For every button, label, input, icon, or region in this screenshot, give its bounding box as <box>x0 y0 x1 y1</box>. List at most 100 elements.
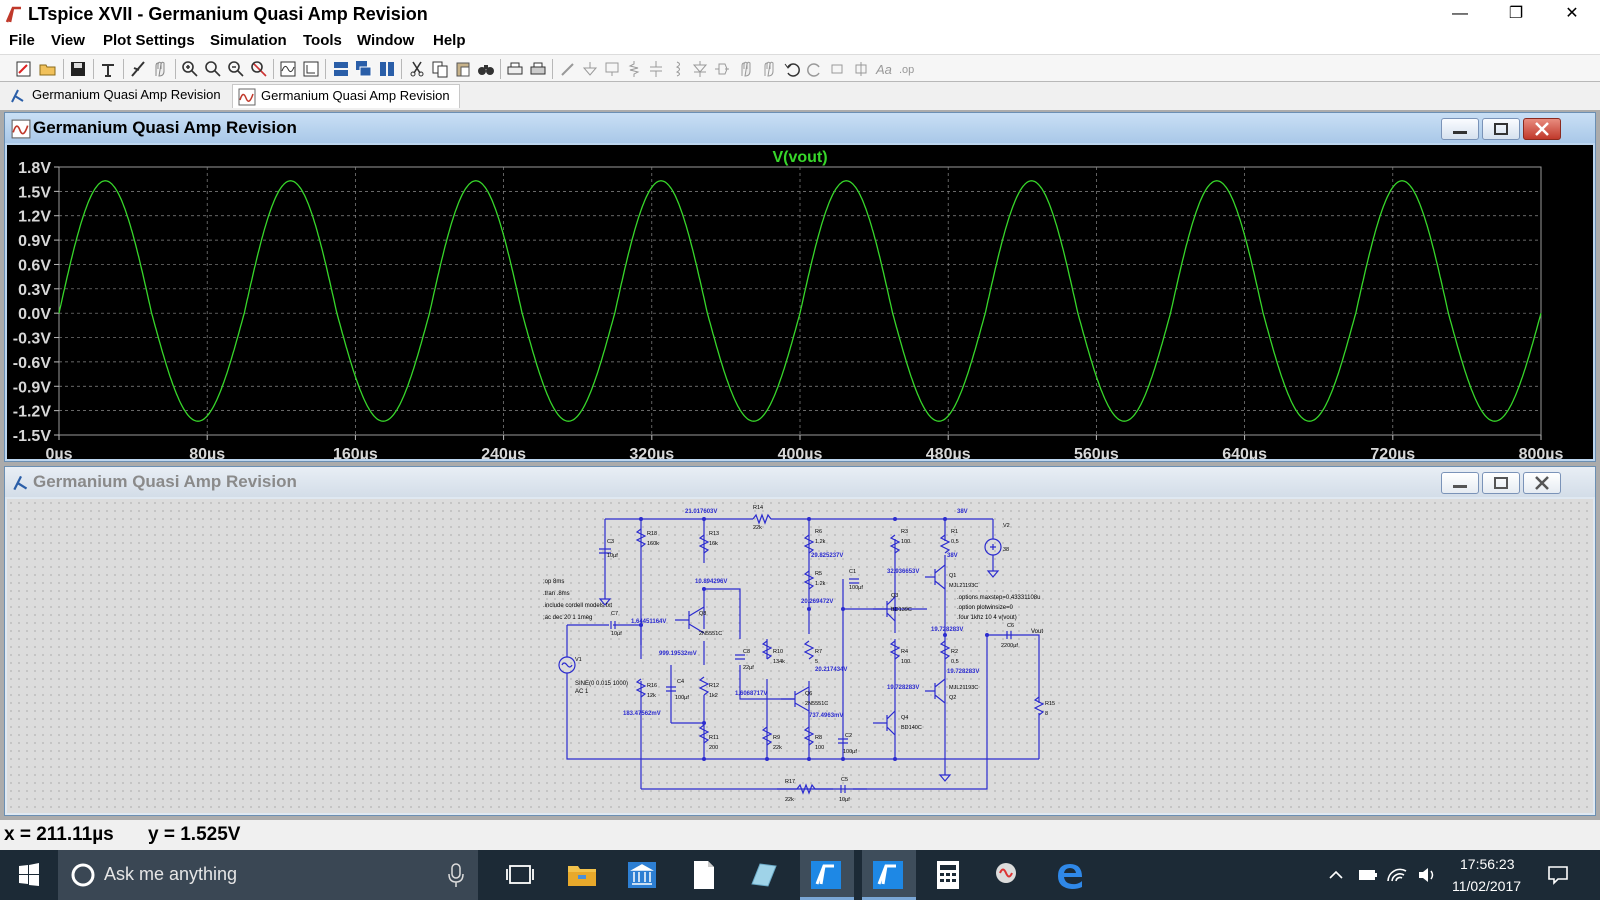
cortana-search-box[interactable]: Ask me anything <box>58 850 478 900</box>
component-value: 38 <box>1003 547 1009 553</box>
volume-icon[interactable] <box>1416 865 1438 885</box>
clock-date[interactable]: 11/02/2017 <box>1452 878 1522 894</box>
diode-icon[interactable] <box>690 59 710 79</box>
waveform-window-titlebar[interactable]: Germanium Quasi Amp Revision <box>5 113 1595 143</box>
schematic-maximize-button[interactable] <box>1482 472 1520 494</box>
component-ref: R17 <box>785 779 795 785</box>
schematic-icon <box>11 89 24 103</box>
battery-icon[interactable] <box>1357 865 1379 885</box>
rotate-icon[interactable] <box>828 59 848 79</box>
waveform-minimize-button[interactable] <box>1441 118 1479 140</box>
menu-window[interactable]: Window <box>357 32 415 49</box>
move-icon[interactable] <box>736 59 756 79</box>
label-icon[interactable] <box>602 59 622 79</box>
halt-icon[interactable] <box>150 59 170 79</box>
menu-simulation[interactable]: Simulation <box>210 32 287 49</box>
zoom-out-icon[interactable] <box>226 59 246 79</box>
action-center-icon[interactable] <box>1546 863 1570 887</box>
undo-icon[interactable] <box>782 59 802 79</box>
maximize-button[interactable]: ❐ <box>1508 5 1524 22</box>
zoom-in-icon[interactable] <box>180 59 200 79</box>
new-schematic-icon[interactable] <box>14 59 34 79</box>
zoom-cancel-icon[interactable] <box>249 59 269 79</box>
menu-view[interactable]: View <box>51 32 85 49</box>
cut-icon[interactable] <box>407 59 427 79</box>
open-icon[interactable] <box>38 59 58 79</box>
tile-horizontal-icon[interactable] <box>331 59 351 79</box>
schematic-close-button[interactable] <box>1523 472 1561 494</box>
node-voltage: 38V <box>947 553 958 559</box>
menu-plot-settings[interactable]: Plot Settings <box>103 32 195 49</box>
component-value: 100. <box>901 539 912 545</box>
task-view-icon[interactable] <box>502 858 538 892</box>
component-ref: C1 <box>849 569 856 575</box>
schematic-minimize-button[interactable] <box>1441 472 1479 494</box>
menu-help[interactable]: Help <box>433 32 466 49</box>
ltspice-xvii-icon[interactable] <box>870 858 906 892</box>
component-icon[interactable] <box>712 59 732 79</box>
circuit-schematic[interactable]: ;op 8ms .tran .8ms .include cordell mode… <box>7 499 1593 813</box>
text-icon[interactable]: Aa <box>874 59 894 79</box>
component-value: MJL21193C <box>949 685 978 691</box>
waveform-close-button[interactable] <box>1523 118 1561 140</box>
transistor-q1 <box>925 564 946 590</box>
ground-icon[interactable] <box>580 59 600 79</box>
mirror-icon[interactable] <box>851 59 871 79</box>
chevron-up-icon[interactable] <box>1326 865 1346 885</box>
mark-icon[interactable] <box>301 59 321 79</box>
waveform-maximize-button[interactable] <box>1482 118 1520 140</box>
component-value: BD139C <box>891 607 912 613</box>
print-preview-icon[interactable] <box>505 59 525 79</box>
tab-waveform[interactable]: Germanium Quasi Amp Revision <box>232 84 460 108</box>
schematic-canvas[interactable]: ;op 8ms .tran .8ms .include cordell mode… <box>7 499 1593 813</box>
copy-icon[interactable] <box>430 59 450 79</box>
autorange-icon[interactable] <box>278 59 298 79</box>
document-app-icon[interactable] <box>686 858 722 892</box>
options-line: .four 1khz 10 4 v(vout) <box>957 615 1017 621</box>
edge-browser-icon[interactable] <box>1052 858 1088 892</box>
resistor-icon[interactable] <box>624 59 644 79</box>
spice-directive-icon[interactable]: .op <box>897 59 917 79</box>
wire-icon[interactable] <box>558 59 578 79</box>
wifi-icon[interactable] <box>1386 865 1410 885</box>
control-panel-icon[interactable] <box>98 59 118 79</box>
y-tick-label: -1.5V <box>13 428 52 445</box>
schematic-window-titlebar[interactable]: Germanium Quasi Amp Revision <box>5 467 1595 497</box>
paste-icon[interactable] <box>453 59 473 79</box>
tab-schematic[interactable]: Germanium Quasi Amp Revision <box>4 84 232 108</box>
cascade-icon[interactable] <box>354 59 374 79</box>
minimize-button[interactable]: — <box>1452 5 1468 22</box>
start-button[interactable] <box>0 850 58 900</box>
notepad-app-icon[interactable] <box>746 858 782 892</box>
wave-app-icon[interactable] <box>990 858 1026 892</box>
save-icon[interactable] <box>68 59 88 79</box>
close-button[interactable]: ✕ <box>1565 5 1579 22</box>
bank-app-icon[interactable] <box>624 858 660 892</box>
calculator-icon[interactable] <box>930 858 966 892</box>
toolbar: Aa .op <box>0 54 1600 82</box>
component-value: 0.5 <box>951 659 959 665</box>
microphone-icon[interactable] <box>446 862 466 888</box>
drag-icon[interactable] <box>759 59 779 79</box>
clock-time[interactable]: 17:56:23 <box>1460 856 1515 872</box>
toolbar-separator <box>273 59 274 79</box>
run-icon[interactable] <box>128 59 148 79</box>
ltspice-iv-icon[interactable] <box>808 858 844 892</box>
menu-tools[interactable]: Tools <box>303 32 342 49</box>
menu-file[interactable]: File <box>9 32 35 49</box>
print-icon[interactable] <box>528 59 548 79</box>
resistor-r10 <box>761 640 773 660</box>
tile-vertical-icon[interactable] <box>377 59 397 79</box>
toolbar-separator <box>552 59 553 79</box>
redo-icon[interactable] <box>805 59 825 79</box>
find-icon[interactable] <box>476 59 496 79</box>
zoom-icon[interactable] <box>203 59 223 79</box>
resistor-r7 <box>803 640 815 660</box>
inductor-icon[interactable] <box>668 59 688 79</box>
file-explorer-icon[interactable] <box>564 858 600 892</box>
capacitor-icon[interactable] <box>646 59 666 79</box>
y-tick-label: -0.9V <box>13 379 52 396</box>
waveform-plot[interactable]: 1.8V1.5V1.2V0.9V0.6V0.3V0.0V-0.3V-0.6V-0… <box>7 145 1593 463</box>
